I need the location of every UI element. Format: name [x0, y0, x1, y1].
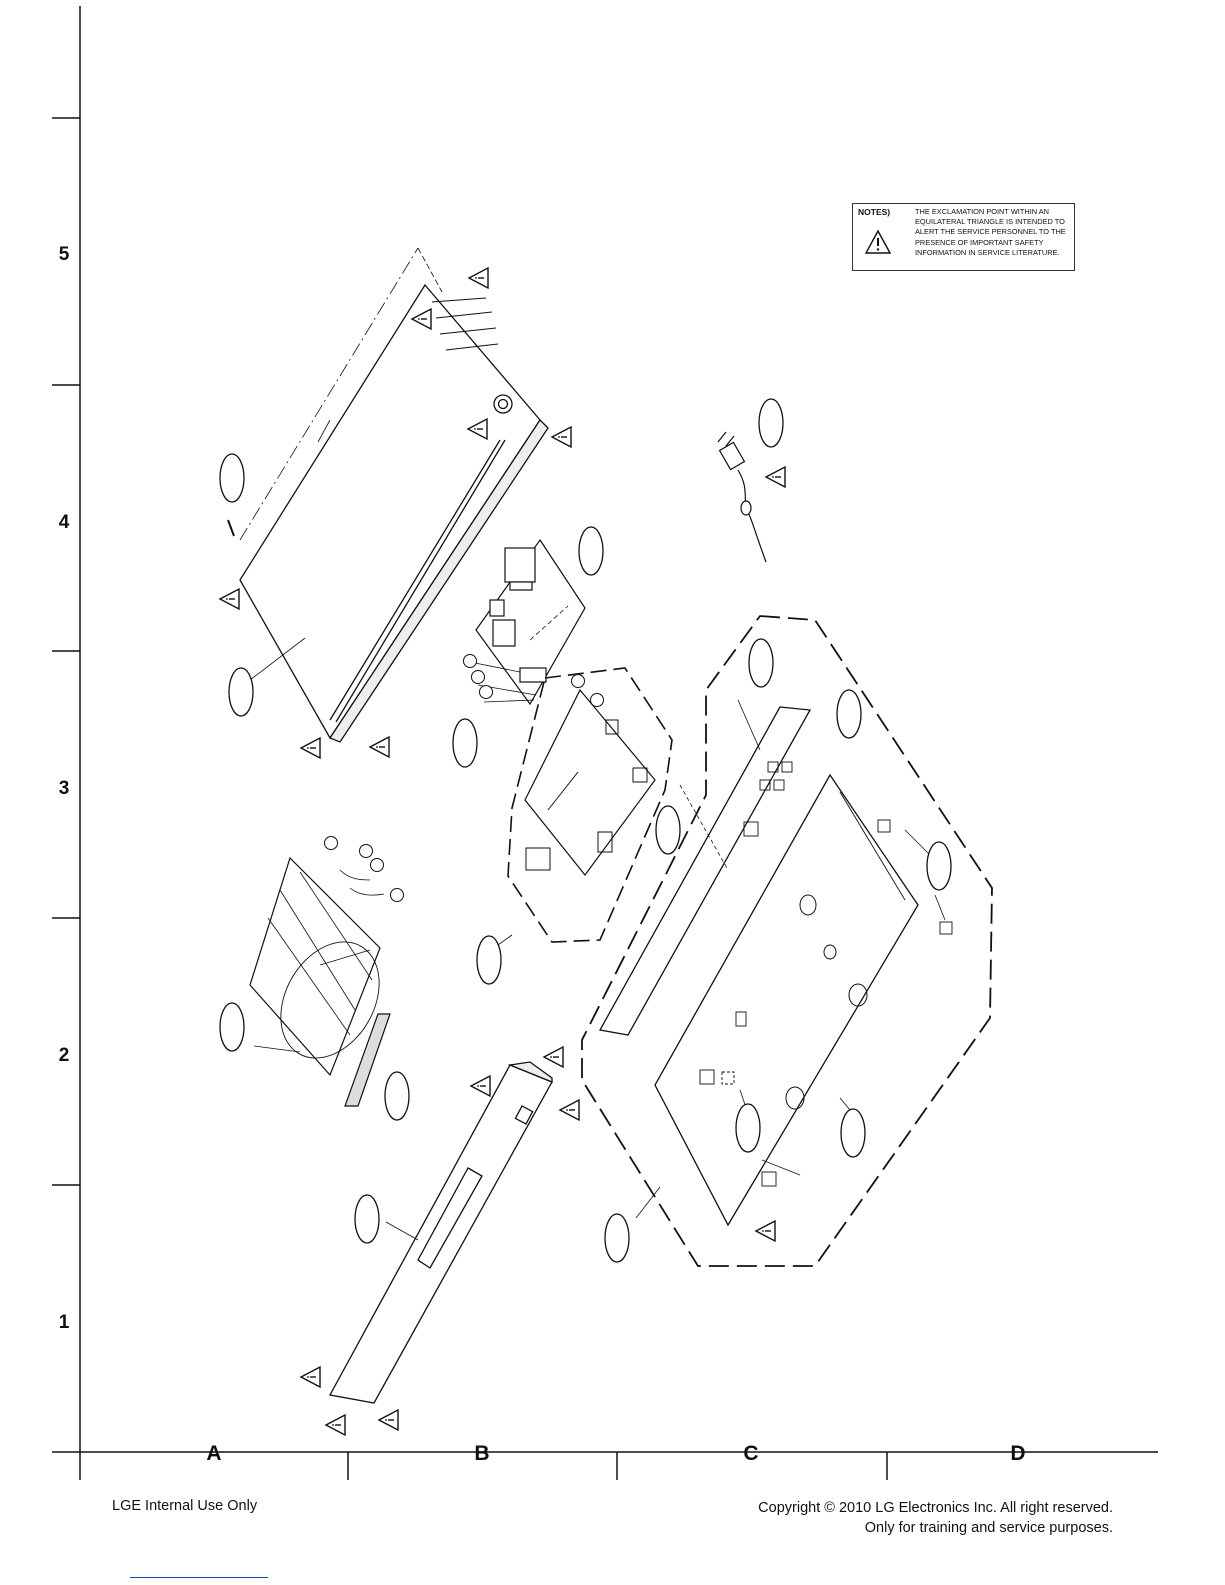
copyright-line: Copyright © 2010 LG Electronics Inc. All…	[758, 1500, 1113, 1516]
front-panel	[328, 1061, 553, 1404]
column-label-d: D	[1010, 1442, 1026, 1465]
notes-title: NOTES)	[858, 207, 891, 217]
column-label-c: C	[743, 1442, 759, 1465]
top-cover	[227, 247, 549, 743]
footer-copyright: Copyright © 2010 LG Electronics Inc. All…	[758, 1498, 1113, 1538]
warning-triangle-icon	[865, 230, 891, 254]
power-cord	[717, 431, 767, 563]
footer-internal-use: LGE Internal Use Only	[112, 1498, 258, 1514]
safety-notes-box: NOTES) THE EXCLAMATION POINT WITHIN AN E…	[852, 203, 1075, 271]
disc-loader	[249, 856, 391, 1107]
row-label-2: 2	[58, 1045, 70, 1066]
notes-text: THE EXCLAMATION POINT WITHIN AN EQUILATE…	[915, 207, 1066, 257]
row-label-1: 1	[58, 1312, 70, 1333]
chassis-group	[581, 615, 993, 1267]
row-label-3: 3	[58, 778, 70, 799]
sub-pcb-group	[487, 667, 673, 953]
column-label-b: B	[474, 1442, 490, 1465]
vent-marks	[431, 297, 499, 351]
row-label-5: 5	[58, 244, 70, 265]
column-label-a: A	[206, 1442, 222, 1465]
purpose-line: Only for training and service purposes.	[864, 1520, 1113, 1536]
row-label-4: 4	[58, 512, 70, 533]
page-link-underline[interactable]	[130, 1577, 268, 1578]
main-pcb	[469, 538, 586, 706]
frame-lines	[52, 6, 1158, 1480]
